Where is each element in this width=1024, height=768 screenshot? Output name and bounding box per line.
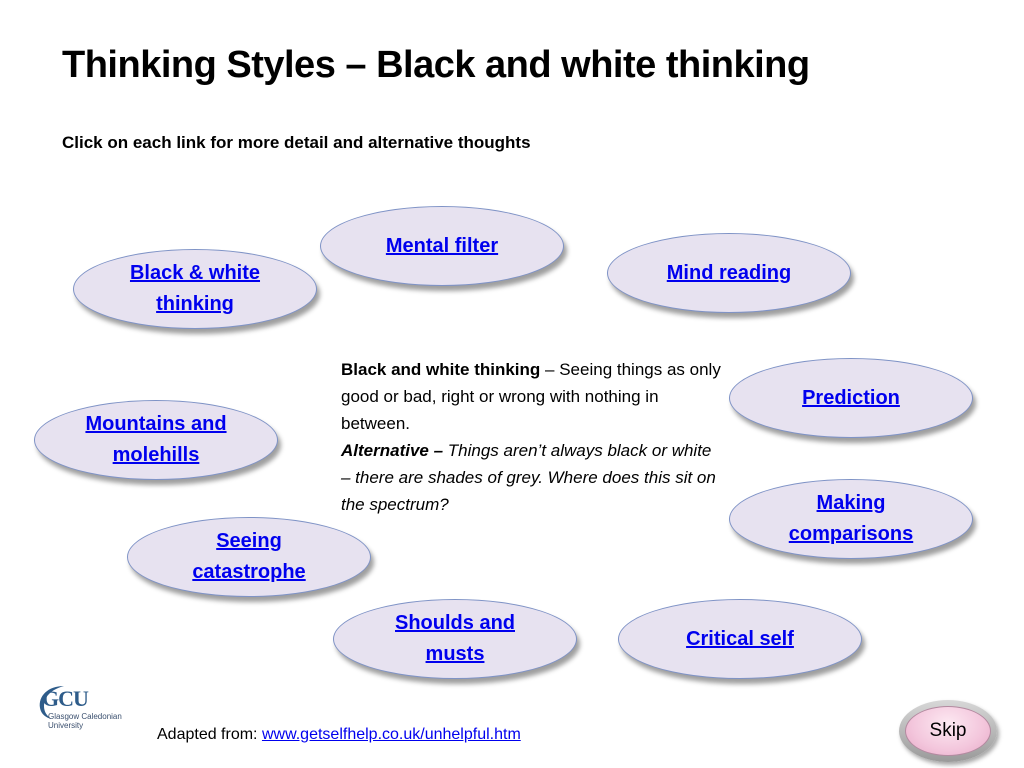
logo-abbreviation: GCU <box>42 686 89 711</box>
mountains-molehills-link[interactable]: Mountains and molehills <box>85 413 227 466</box>
mental-filter-link[interactable]: Mental filter <box>385 234 499 257</box>
mind-reading-link[interactable]: Mind reading <box>666 261 792 284</box>
gcu-logo: GCU Glasgow Caledonian University <box>34 680 144 732</box>
detail-term: Black and white thinking <box>341 360 541 379</box>
shoulds-musts-bubble[interactable]: Shoulds and musts <box>333 599 577 679</box>
shoulds-musts-link[interactable]: Shoulds and musts <box>395 612 515 665</box>
prediction-bubble[interactable]: Prediction <box>729 358 973 438</box>
alternative-text: Things aren’t always black or white – th… <box>341 441 716 514</box>
source-credit: Adapted from: www.getselfhelp.co.uk/unhe… <box>157 726 521 744</box>
black-white-thinking-bubble[interactable]: Black & white thinking <box>73 249 317 329</box>
mountains-molehills-bubble[interactable]: Mountains and molehills <box>34 400 278 480</box>
prediction-link[interactable]: Prediction <box>802 386 900 409</box>
making-comparisons-bubble[interactable]: Making comparisons <box>729 479 973 559</box>
seeing-catastrophe-bubble[interactable]: Seeing catastrophe <box>127 517 371 597</box>
making-comparisons-link[interactable]: Making comparisons <box>788 492 914 545</box>
logo-swoosh-icon <box>39 686 64 719</box>
skip-button-frame: Skip <box>899 700 997 762</box>
source-link[interactable]: www.getselfhelp.co.uk/unhelpful.htm <box>261 726 521 743</box>
black-white-thinking-link[interactable]: Black & white thinking <box>129 262 261 315</box>
page-title: Thinking Styles – Black and white thinki… <box>62 44 810 86</box>
critical-self-bubble[interactable]: Critical self <box>618 599 862 679</box>
instruction-text: Click on each link for more detail and a… <box>62 133 531 152</box>
seeing-catastrophe-link[interactable]: Seeing catastrophe <box>192 530 306 583</box>
logo-university-name: Glasgow Caledonian University <box>48 712 122 730</box>
mind-reading-bubble[interactable]: Mind reading <box>607 233 851 313</box>
source-prefix: Adapted from: <box>157 726 262 743</box>
mental-filter-bubble[interactable]: Mental filter <box>320 206 564 286</box>
skip-button[interactable]: Skip <box>905 706 991 756</box>
alternative-label: Alternative – <box>341 441 444 460</box>
critical-self-link[interactable]: Critical self <box>686 627 794 650</box>
detail-definition: – Seeing things as only good or bad, rig… <box>341 360 721 433</box>
detail-panel: Black and white thinking – Seeing things… <box>341 356 723 518</box>
